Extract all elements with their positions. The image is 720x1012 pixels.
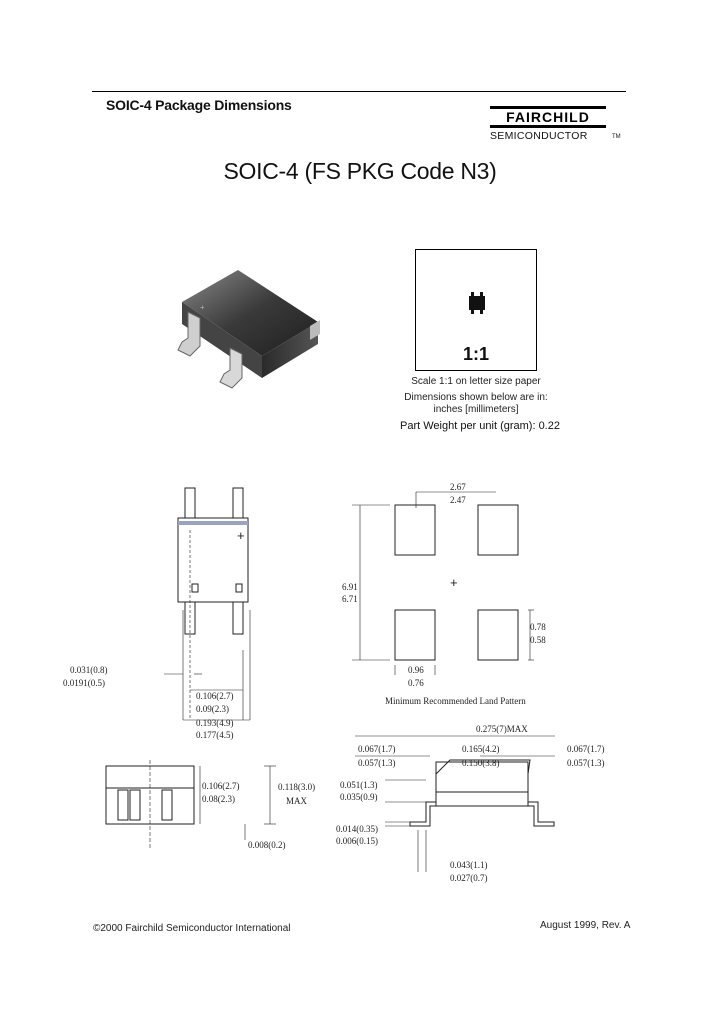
section-title: SOIC-4 Package Dimensions xyxy=(106,97,292,113)
dim-body-min: 0.150(3.8) xyxy=(462,758,500,768)
copyright-notice: ©2000 Fairchild Semiconductor Internatio… xyxy=(93,923,291,934)
dim-body-height-max: 0.106(2.7) xyxy=(202,781,240,791)
scale-reference-box xyxy=(415,249,537,371)
dim-left-lead-min: 0.057(1.3) xyxy=(358,758,396,768)
units-caption: Dimensions shown below are in: xyxy=(404,392,548,403)
svg-text:+: + xyxy=(200,303,205,312)
dim-standoff: 0.008(0.2) xyxy=(248,840,286,850)
dim-lead-thickness-max: 0.014(0.35) xyxy=(336,824,378,834)
dim-body-width-min: 0.177(4.5) xyxy=(196,730,234,740)
dim-pad-span-max: 2.67 xyxy=(450,482,466,492)
top-view-drawing: + xyxy=(164,487,251,721)
lead-mark xyxy=(480,310,483,314)
dim-overall-width-max: 0.275(7)MAX xyxy=(476,724,528,734)
lead-mark xyxy=(480,292,483,296)
dim-right-lead-min: 0.057(1.3) xyxy=(567,758,605,768)
scale-ratio: 1:1 xyxy=(462,344,489,364)
side-view-drawing: 0.106(2.7) 0.08(2.3) 0.118(3.0) MAX 0.00… xyxy=(105,760,315,850)
lead-mark xyxy=(471,310,474,314)
land-pattern-caption: Minimum Recommended Land Pattern xyxy=(385,696,526,706)
lead-mark xyxy=(471,292,474,296)
brand-logo-subtitle: SEMICONDUCTOR xyxy=(490,130,588,142)
dim-lead-width-max: 0.031(0.8) xyxy=(70,665,108,675)
dim-lead-thickness-min: 0.006(0.15) xyxy=(336,836,378,846)
trademark-mark: TM xyxy=(612,134,621,140)
svg-text:+: + xyxy=(237,528,245,543)
dim-body-width-max: 0.193(4.9) xyxy=(196,718,234,728)
package-3d-image: + xyxy=(177,270,320,389)
dim-right-lead-max: 0.067(1.7) xyxy=(567,744,605,754)
dim-lead-pitch-min: 0.09(2.3) xyxy=(196,704,229,714)
land-pattern-drawing: + 2.67 2.47 6.91 6.71 0.78 0.58 0.96 0.7… xyxy=(342,482,546,706)
dim-pattern-height-min: 6.71 xyxy=(342,594,358,604)
dim-pad-height-max: 0.78 xyxy=(530,622,546,632)
dim-left-lead-max: 0.067(1.7) xyxy=(358,744,396,754)
dim-pad-height-min: 0.58 xyxy=(530,635,546,645)
actual-size-package-icon xyxy=(469,296,485,310)
units-caption-detail: inches [millimeters] xyxy=(433,404,519,415)
part-weight: Part Weight per unit (gram): 0.22 xyxy=(400,420,560,432)
dim-lead-width-min: 0.0191(0.5) xyxy=(63,678,105,688)
dim-pattern-height-max: 6.91 xyxy=(342,582,358,592)
scale-caption: Scale 1:1 on letter size paper xyxy=(411,376,541,387)
dim-body-height-min: 0.08(2.3) xyxy=(202,794,235,804)
end-view-drawing: 0.275(7)MAX 0.067(1.7) 0.057(1.3) 0.165(… xyxy=(336,724,605,883)
dim-total-height: 0.118(3.0) xyxy=(278,782,315,792)
dim-lead-pitch-max: 0.106(2.7) xyxy=(196,691,234,701)
dim-pad-span-min: 2.47 xyxy=(450,495,466,505)
page-title: SOIC-4 (FS PKG Code N3) xyxy=(223,158,497,184)
dim-foot-length-max: 0.043(1.1) xyxy=(450,860,488,870)
header-rule xyxy=(92,91,626,92)
brand-logo: FAIRCHILD xyxy=(490,106,606,128)
dim-body-max: 0.165(4.2) xyxy=(462,744,500,754)
dim-pad-width-max: 0.96 xyxy=(408,665,424,675)
revision-note: August 1999, Rev. A xyxy=(540,920,631,931)
dim-lead-bend-min: 0.035(0.9) xyxy=(340,792,378,802)
top-view-dimensions: 0.031(0.8) 0.0191(0.5) 0.106(2.7) 0.09(2… xyxy=(63,665,234,740)
dim-total-height-max-label: MAX xyxy=(286,796,308,806)
dim-pad-width-min: 0.76 xyxy=(408,678,424,688)
dim-lead-bend-max: 0.051(1.3) xyxy=(340,780,378,790)
svg-text:+: + xyxy=(450,575,458,590)
dim-foot-length-min: 0.027(0.7) xyxy=(450,873,488,883)
